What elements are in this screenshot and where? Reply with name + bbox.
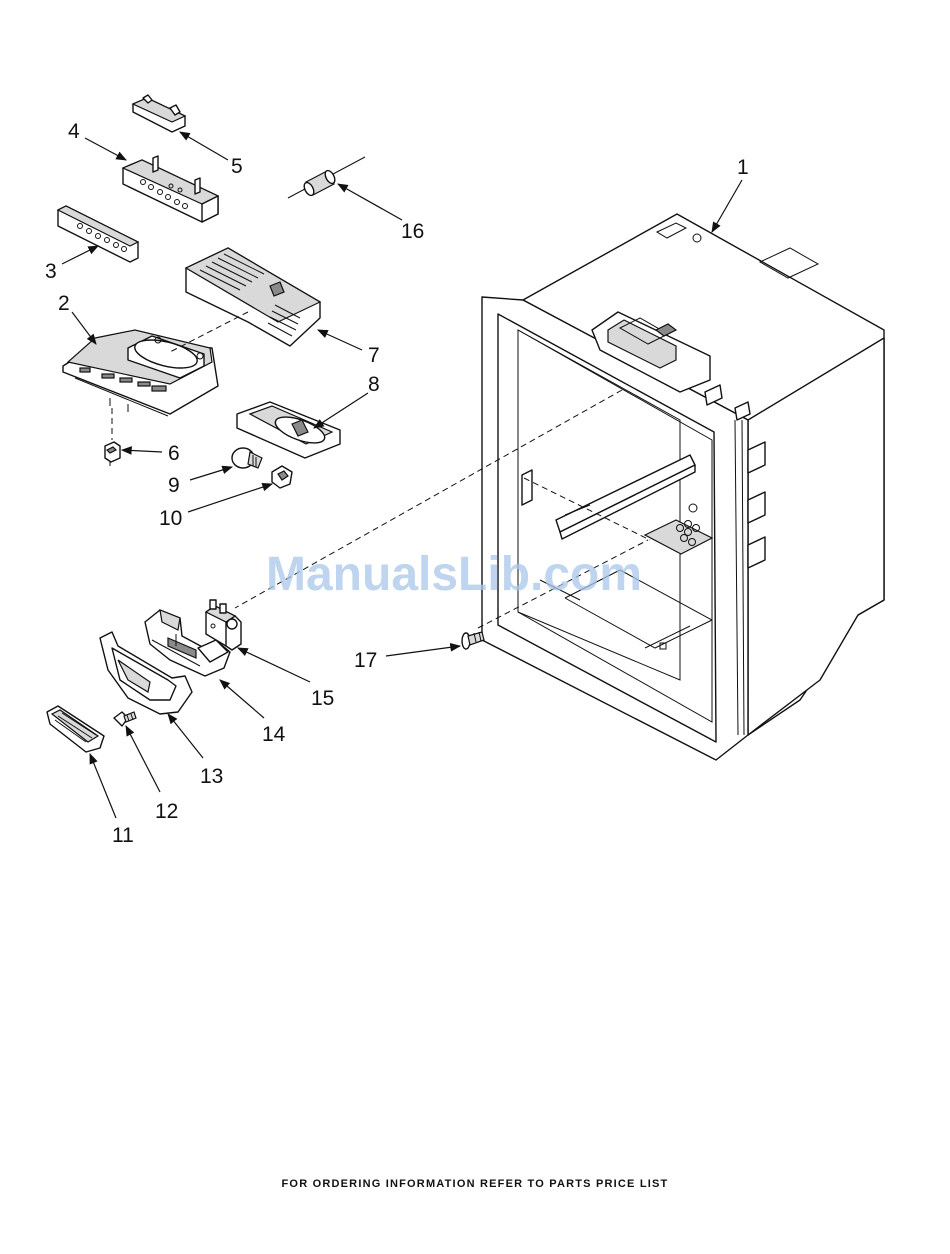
- leader-5: [180, 132, 228, 160]
- part-11-drip-tray: [47, 706, 104, 752]
- leader-6: [122, 450, 162, 452]
- part-4-control-housing: [123, 156, 218, 222]
- part-9-light-bulb: [232, 448, 262, 468]
- part-16-sensor: [288, 157, 365, 198]
- leader-11: [90, 754, 116, 818]
- leader-2: [72, 312, 96, 344]
- part-1-cabinet-liner: [235, 214, 884, 760]
- leader-4: [85, 138, 126, 160]
- part-2-light-housing: [63, 330, 218, 416]
- leader-7: [318, 330, 362, 350]
- leader-1: [712, 180, 742, 232]
- callout-10: 10: [159, 507, 182, 530]
- callout-5: 5: [231, 155, 243, 178]
- callout-2: 2: [58, 292, 70, 315]
- callout-3: 3: [45, 260, 57, 283]
- callout-4: 4: [68, 120, 80, 143]
- part-17-screw: [462, 632, 484, 649]
- part-6-switch: [105, 442, 120, 466]
- callout-6: 6: [168, 442, 180, 465]
- leader-3: [62, 246, 98, 264]
- leader-16: [338, 184, 402, 220]
- leader-12: [126, 726, 160, 792]
- guide-7-to-2: [170, 312, 248, 352]
- callout-11: 11: [112, 824, 134, 847]
- callout-13: 13: [200, 765, 223, 788]
- callout-12: 12: [155, 800, 178, 823]
- part-12-screw: [114, 712, 136, 726]
- callout-15: 15: [311, 687, 334, 710]
- callout-16: 16: [401, 220, 424, 243]
- callout-9: 9: [168, 474, 180, 497]
- leader-17: [386, 646, 460, 656]
- callout-17: 17: [354, 649, 377, 672]
- part-10-light-socket: [272, 466, 292, 488]
- leader-9: [190, 467, 232, 480]
- leader-14: [220, 680, 264, 718]
- leader-8: [314, 393, 368, 428]
- callout-8: 8: [368, 373, 380, 396]
- watermark: ManualsLib.com: [266, 548, 642, 601]
- leader-15: [238, 648, 310, 682]
- leader-13: [168, 714, 203, 758]
- part-8-light-shield: [237, 402, 340, 458]
- part-5-bracket: [133, 95, 185, 132]
- part-7-duct-cover: [186, 248, 320, 346]
- footer-note: FOR ORDERING INFORMATION REFER TO PARTS …: [0, 1178, 950, 1190]
- callout-14: 14: [262, 723, 286, 746]
- callout-1: 1: [737, 156, 749, 179]
- part-3-label-strip: [58, 206, 138, 262]
- leader-10: [188, 484, 272, 512]
- callout-7: 7: [368, 344, 380, 367]
